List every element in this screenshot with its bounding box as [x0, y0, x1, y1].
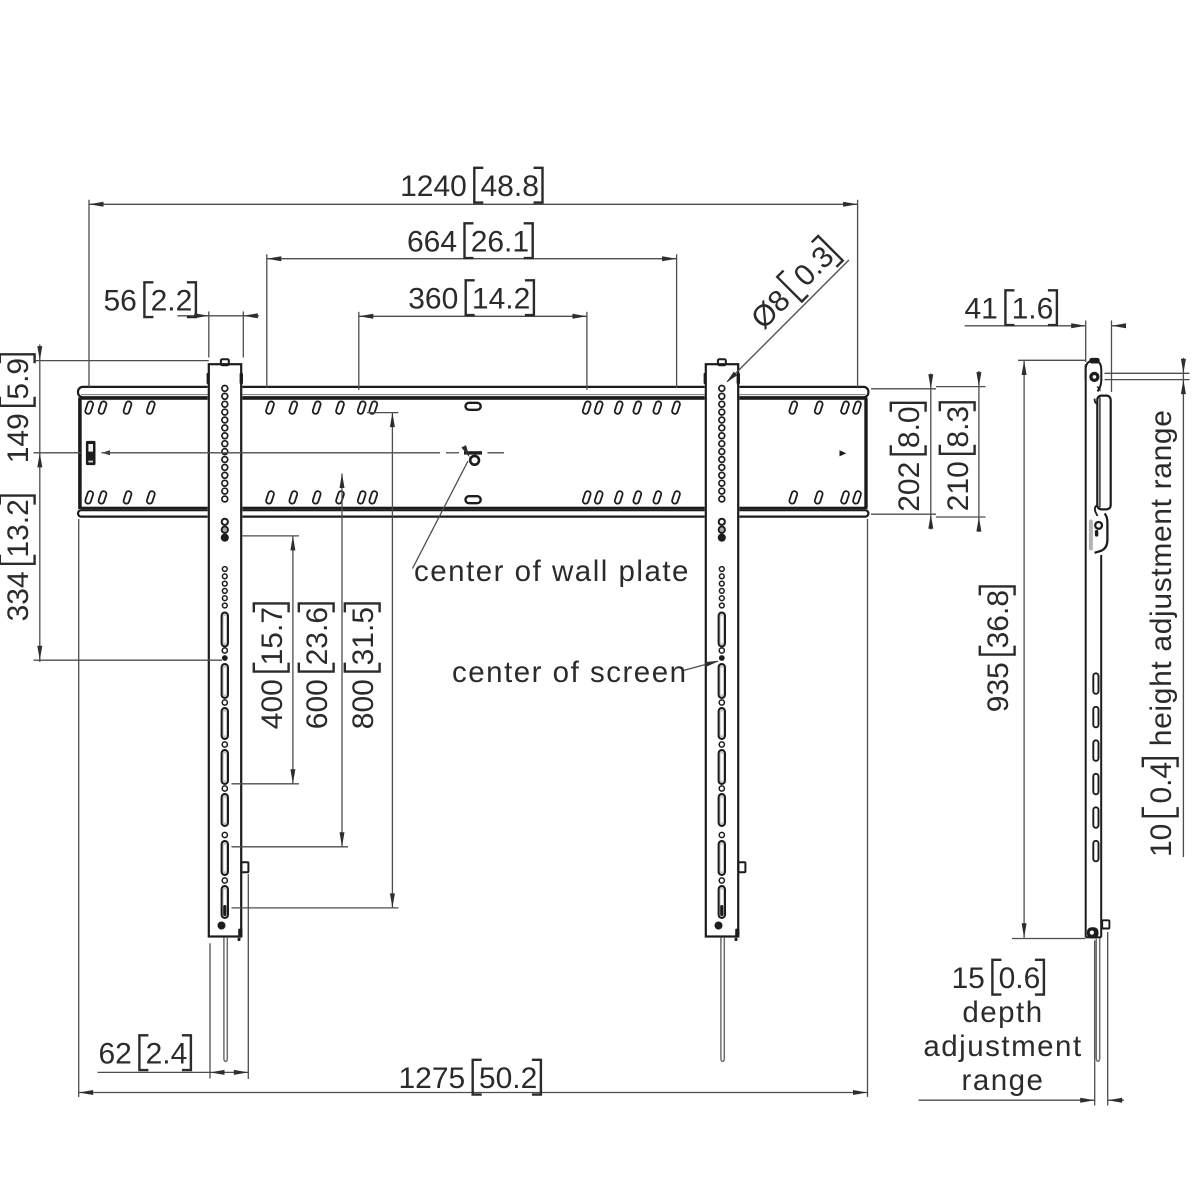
svg-text:31.5: 31.5	[347, 607, 380, 665]
svg-text:935: 935	[982, 662, 1015, 712]
svg-text:13.2: 13.2	[2, 499, 35, 557]
svg-text:10: 10	[1145, 824, 1178, 857]
svg-text:202: 202	[893, 462, 926, 512]
svg-text:50.2: 50.2	[479, 1062, 537, 1095]
svg-text:8.0: 8.0	[893, 406, 926, 448]
svg-text:1.6: 1.6	[1012, 293, 1054, 326]
svg-text:8.3: 8.3	[942, 406, 975, 448]
svg-text:15: 15	[952, 962, 985, 995]
svg-text:height adjustment range: height adjustment range	[1145, 409, 1178, 746]
svg-text:56: 56	[104, 285, 137, 318]
svg-text:210: 210	[942, 461, 975, 511]
svg-text:1275: 1275	[399, 1062, 466, 1095]
svg-text:664: 664	[407, 226, 457, 259]
svg-text:0.4: 0.4	[1145, 762, 1178, 804]
svg-text:14.2: 14.2	[472, 283, 530, 316]
svg-text:depth: depth	[962, 996, 1043, 1029]
svg-text:2.4: 2.4	[146, 1038, 188, 1071]
svg-text:15.7: 15.7	[256, 607, 289, 665]
svg-text:1240: 1240	[400, 170, 467, 203]
svg-text:5.9: 5.9	[2, 358, 35, 400]
svg-text:range: range	[962, 1064, 1045, 1097]
svg-text:334: 334	[2, 571, 35, 621]
svg-text:360: 360	[408, 283, 458, 316]
svg-text:41: 41	[965, 293, 998, 326]
svg-text:center of wall plate: center of wall plate	[414, 555, 690, 588]
svg-text:0.6: 0.6	[999, 962, 1041, 995]
svg-text:adjustment: adjustment	[923, 1030, 1082, 1063]
svg-text:23.6: 23.6	[301, 607, 334, 665]
svg-text:800: 800	[347, 679, 380, 729]
svg-text:62: 62	[99, 1038, 132, 1071]
svg-text:2.2: 2.2	[151, 285, 193, 318]
svg-text:600: 600	[301, 679, 334, 729]
svg-text:center of screen: center of screen	[452, 656, 688, 689]
svg-text:26.1: 26.1	[471, 226, 529, 259]
svg-text:149: 149	[2, 413, 35, 463]
svg-text:400: 400	[256, 679, 289, 729]
svg-text:48.8: 48.8	[481, 170, 539, 203]
svg-text:36.8: 36.8	[982, 590, 1015, 648]
